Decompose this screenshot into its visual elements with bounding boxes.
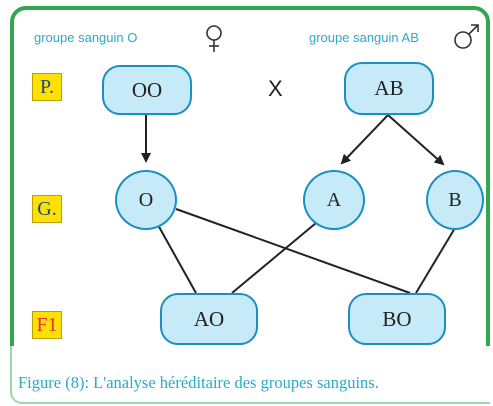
line-b-to-bo: [415, 227, 456, 294]
line-o-to-ao: [157, 224, 197, 294]
male-blood-group-label: groupe sanguin AB: [309, 30, 419, 45]
female-blood-group-label: groupe sanguin O: [34, 30, 138, 45]
arrow-ab-to-a: [340, 114, 389, 165]
row-label-gametes: G.: [32, 195, 62, 223]
row-label-f1: F1: [32, 311, 62, 339]
row-label-parents: P.: [32, 73, 62, 101]
male-symbol-icon: [454, 24, 479, 49]
offspring-ao: AO: [160, 293, 258, 345]
gamete-b: B: [426, 170, 484, 230]
gamete-a: A: [303, 170, 365, 230]
parent-male-genotype: AB: [344, 62, 434, 115]
gamete-o: O: [115, 170, 177, 230]
offspring-bo: BO: [348, 293, 446, 345]
arrow-ab-to-b: [387, 114, 445, 166]
line-a-to-ao: [231, 222, 317, 294]
line-o-to-bo: [175, 208, 411, 294]
female-symbol-icon: [206, 25, 222, 52]
parent-female-genotype: OO: [102, 65, 192, 115]
caption-box: [10, 346, 490, 404]
figure-caption: Figure (8): L'analyse héréditaire des gr…: [18, 373, 379, 392]
cross-symbol: X: [268, 76, 283, 101]
